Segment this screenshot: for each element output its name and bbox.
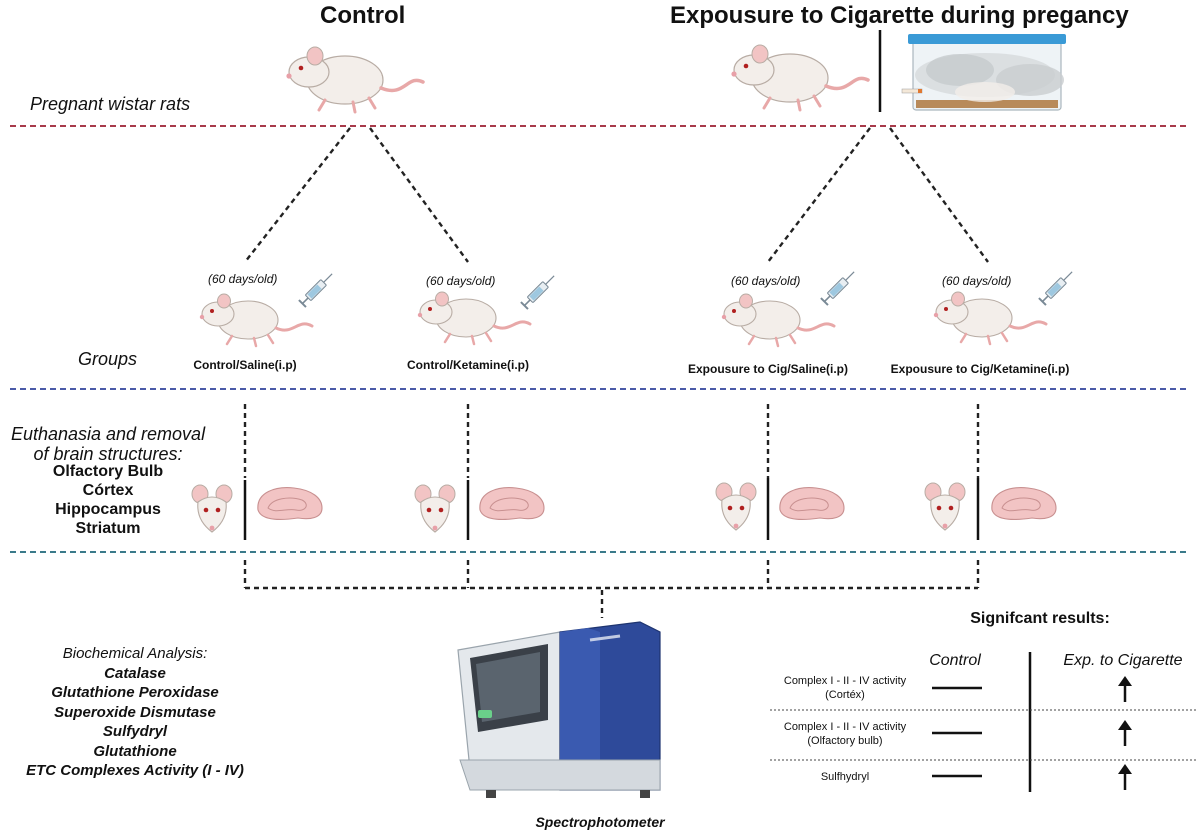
brain-icon-1 bbox=[257, 487, 323, 521]
label-pregnant-rats: Pregnant wistar rats bbox=[30, 94, 191, 114]
biochem-item-etc: ETC Complexes Activity (I - IV) bbox=[26, 762, 244, 779]
title-exposure: Expousure to Cigarette during pregancy bbox=[670, 2, 1129, 29]
syringe-icon-3 bbox=[819, 267, 859, 307]
label-groups: Groups bbox=[78, 349, 138, 369]
spectrophotometer-icon bbox=[457, 621, 661, 798]
rat-exposure-pregnant bbox=[729, 43, 870, 112]
results-row-2: Complex I - II - IV activity (Olfactory … bbox=[770, 720, 920, 748]
rat-face-icon-4 bbox=[924, 482, 966, 531]
results-row-3-line1: Sulfhydryl bbox=[820, 771, 870, 783]
rat-group-4 bbox=[932, 290, 1048, 346]
group-4-label: Expousure to Cig/Ketamine(i.p) bbox=[890, 362, 1070, 376]
results-row-1: Complex I - II - IV activity (Cortéx) bbox=[770, 674, 920, 702]
biochem-item-glutathione: Glutathione bbox=[93, 742, 177, 760]
results-heading: Signifcant results: bbox=[970, 610, 1110, 627]
group-3-label: Expousure to Cig/Saline(i.p) bbox=[687, 362, 848, 376]
title-control: Control bbox=[320, 2, 406, 29]
connectors-bottom bbox=[243, 560, 980, 618]
instrument-label: Spectrophotometer bbox=[535, 814, 665, 830]
euthanasia-line-2: of brain structures: bbox=[33, 444, 183, 464]
results-table-lines bbox=[770, 652, 1196, 792]
results-row-1-line2: (Cortéx) bbox=[825, 689, 865, 701]
results-row-1-line1: Complex I - II - IV activity bbox=[783, 675, 907, 687]
structure-cortex: Córtex bbox=[82, 482, 134, 499]
biochem-heading: Biochemical Analysis: bbox=[62, 645, 208, 662]
results-row-3: Sulfhydryl bbox=[770, 770, 920, 784]
syringe-icon-1 bbox=[297, 269, 337, 309]
biochem-item-catalase: Catalase bbox=[104, 664, 166, 682]
label-euthanasia: Euthanasia and removal of brain structur… bbox=[8, 424, 208, 464]
brain-structures-list: Olfactory Bulb Córtex Hippocampus Striat… bbox=[8, 462, 208, 538]
structure-olfactory-bulb: Olfactory Bulb bbox=[52, 463, 164, 480]
structure-hippocampus: Hippocampus bbox=[55, 501, 161, 518]
rat-group-2 bbox=[416, 290, 532, 346]
connectors-top bbox=[244, 127, 989, 263]
group-3-age: (60 days/old) bbox=[731, 274, 801, 288]
results-row-2-line2: (Olfactory bulb) bbox=[807, 735, 883, 747]
group-2-label: Control/Ketamine(i.p) bbox=[407, 358, 529, 372]
smoke-chamber-icon bbox=[901, 34, 1066, 111]
rat-control-pregnant bbox=[284, 45, 425, 114]
syringe-icon-2 bbox=[519, 271, 559, 311]
rat-group-3 bbox=[720, 292, 836, 348]
group-2-age: (60 days/old) bbox=[426, 274, 496, 288]
syringe-icon-4 bbox=[1037, 267, 1077, 307]
biochem-item-sulfydryl: Sulfydryl bbox=[102, 723, 168, 740]
biochem-item-sod: Superoxide Dismutase bbox=[54, 703, 216, 721]
rat-face-icon-1 bbox=[191, 484, 233, 533]
group-1-age: (60 days/old) bbox=[208, 272, 278, 286]
results-col-exposure: Exp. to Cigarette bbox=[1063, 652, 1183, 669]
results-col-control: Control bbox=[929, 652, 981, 669]
rat-face-icon-2 bbox=[414, 484, 456, 533]
rat-group-1 bbox=[198, 292, 314, 348]
group-4-age: (60 days/old) bbox=[942, 274, 1012, 288]
brain-icon-2 bbox=[479, 487, 545, 521]
biochem-item-gpx: Glutathione Peroxidase bbox=[51, 684, 219, 701]
brain-icon-4 bbox=[991, 487, 1057, 521]
structure-striatum: Striatum bbox=[75, 520, 141, 537]
biochem-list: Biochemical Analysis: Catalase Glutathio… bbox=[0, 644, 270, 781]
euthanasia-line-1: Euthanasia and removal bbox=[10, 424, 206, 444]
results-row-2-line1: Complex I - II - IV activity bbox=[783, 721, 907, 733]
rat-face-icon-3 bbox=[715, 482, 757, 531]
group-1-label: Control/Saline(i.p) bbox=[193, 358, 297, 372]
brain-icon-3 bbox=[779, 487, 845, 521]
